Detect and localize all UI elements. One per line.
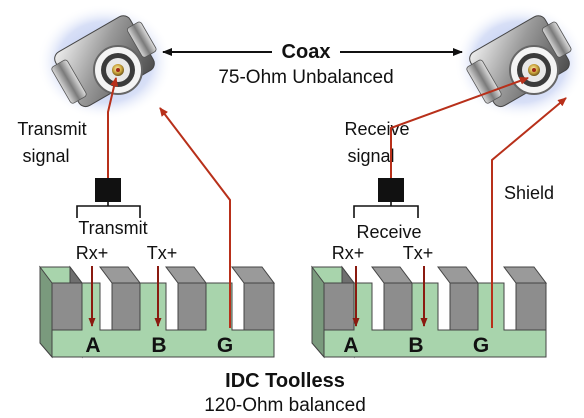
right-pin-label-rx: Rx+ xyxy=(332,243,365,263)
right-pin-label-tx: Tx+ xyxy=(403,243,434,263)
right-signal-label-line2: signal xyxy=(347,146,394,166)
right-bracket-label: Receive xyxy=(356,222,421,242)
idc-subtitle: 120-Ohm balanced xyxy=(204,395,366,416)
right-ground-wire xyxy=(491,97,567,328)
left-terminal-b: B xyxy=(151,334,166,357)
left-signal-label-line1: Transmit xyxy=(17,119,86,139)
right-terminal-a: A xyxy=(343,334,358,357)
right-signal-label-line1: Receive xyxy=(344,119,409,139)
coax-subtitle: 75-Ohm Unbalanced xyxy=(218,67,393,88)
left-pin-label-rx: Rx+ xyxy=(76,243,109,263)
left-signal-label-line2: signal xyxy=(22,146,69,166)
right-idc-block xyxy=(311,265,547,359)
left-bnc-connector xyxy=(37,4,173,120)
right-signal-wire xyxy=(390,76,529,178)
right-shield-label: Shield xyxy=(504,183,554,203)
right-terminal-b: B xyxy=(408,334,423,357)
left-signal-wire xyxy=(107,77,119,178)
left-transmit-labels: Transmit signal xyxy=(17,119,86,166)
left-pin-label-tx: Tx+ xyxy=(147,243,178,263)
coax-title: Coax xyxy=(282,41,331,63)
right-balun-box xyxy=(378,178,404,202)
right-terminal-g: G xyxy=(473,334,489,357)
left-idc-block xyxy=(39,265,275,359)
left-ground-wire xyxy=(159,107,231,328)
left-bracket xyxy=(76,202,141,218)
left-terminal-a: A xyxy=(85,334,100,357)
left-bracket-label: Transmit xyxy=(78,218,147,238)
right-bnc-connector xyxy=(454,4,584,120)
left-terminal-g: G xyxy=(217,334,233,357)
right-bracket xyxy=(353,202,419,218)
left-balun-box xyxy=(95,178,121,202)
idc-title: IDC Toolless xyxy=(225,370,345,392)
